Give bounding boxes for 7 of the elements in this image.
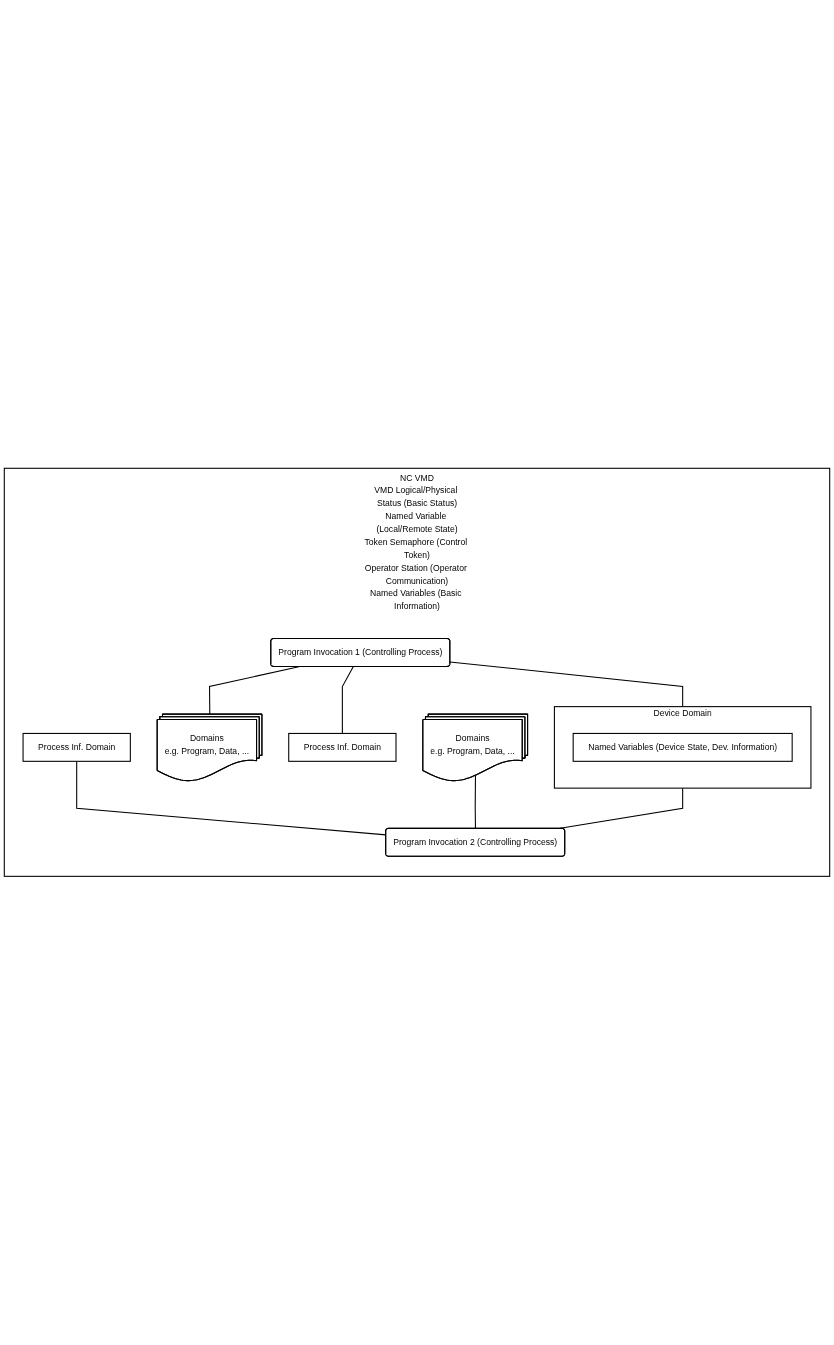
connector	[559, 787, 684, 830]
connector	[341, 666, 354, 735]
connector	[474, 775, 476, 830]
node-box: Process Inf. Domain	[22, 733, 131, 763]
connector	[449, 661, 684, 708]
node-box: Named Variables (Device State, Dev. Information)	[572, 733, 793, 763]
node-box: Process Inf. Domain	[288, 733, 397, 763]
